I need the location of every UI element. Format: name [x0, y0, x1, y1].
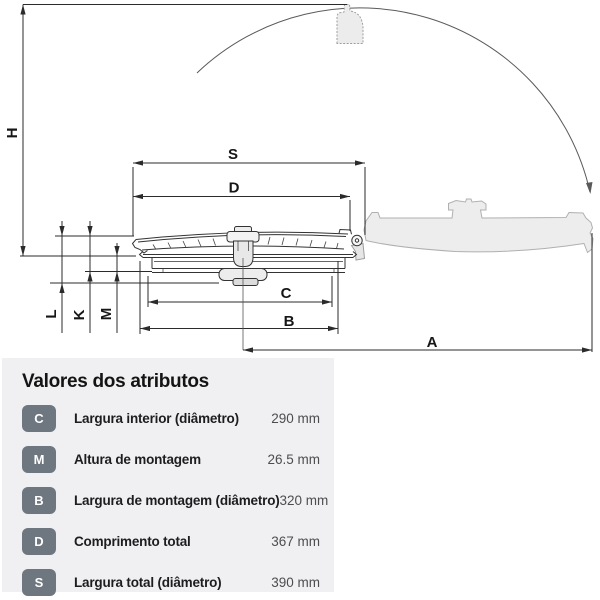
lid-swing-arc: [196, 7, 593, 194]
attr-value: 290 mm: [271, 411, 320, 426]
dim-label-a: A: [427, 334, 438, 351]
attr-row-s: S Largura total (diâmetro) 390 mm: [22, 569, 320, 596]
attr-label: Comprimento total: [74, 534, 191, 549]
arc-arrowhead: [586, 182, 593, 194]
dim-label-m: M: [98, 308, 115, 321]
dim-label-s: S: [228, 146, 238, 163]
dim-label-c: C: [281, 285, 292, 302]
dim-label-l: L: [43, 309, 60, 318]
dimension-labels: H S D L K M C B A: [4, 128, 438, 351]
dim-label-k: K: [71, 309, 88, 320]
attr-badge: D: [22, 528, 56, 555]
attr-badge: B: [22, 487, 56, 514]
attr-label: Altura de montagem: [74, 452, 201, 467]
dim-label-d: D: [229, 180, 240, 197]
dimension-lines: [20, 4, 593, 352]
dim-label-h: H: [4, 128, 21, 139]
attr-badge: M: [22, 446, 56, 473]
dimension-arrowheads: [20, 4, 592, 353]
attr-value: 320 mm: [279, 493, 329, 508]
open-lid-profile: [350, 198, 594, 261]
hatch-dimension-drawing: H S D L K M C B A: [4, 4, 594, 353]
panel-title: Valores dos atributos: [22, 371, 209, 392]
lid-ribs: [152, 236, 339, 250]
attr-value: 367 mm: [271, 534, 320, 549]
attr-label: Largura interior (diâmetro): [74, 411, 239, 426]
attr-label: Largura de montagem (diâmetro): [74, 493, 280, 508]
closed-hatch-section: [131, 226, 363, 286]
attr-value: 390 mm: [271, 575, 320, 590]
attr-label: Largura total (diâmetro): [74, 575, 222, 590]
attr-row-m: M Altura de montagem 26.5 mm: [22, 446, 320, 473]
open-handle-top: [336, 4, 364, 44]
attr-value: 26.5 mm: [267, 452, 320, 467]
attributes-panel: Valores dos atributos C Largura interior…: [2, 358, 334, 596]
hinge: [351, 234, 363, 247]
attr-row-d: D Comprimento total 367 mm: [22, 528, 320, 555]
attr-row-b: B Largura de montagem (diâmetro) 320 mm: [22, 487, 328, 514]
attr-badge: C: [22, 405, 56, 432]
attr-row-c: C Largura interior (diâmetro) 290 mm: [22, 405, 320, 432]
attr-badge: S: [22, 569, 56, 596]
dim-label-b: B: [284, 313, 295, 330]
